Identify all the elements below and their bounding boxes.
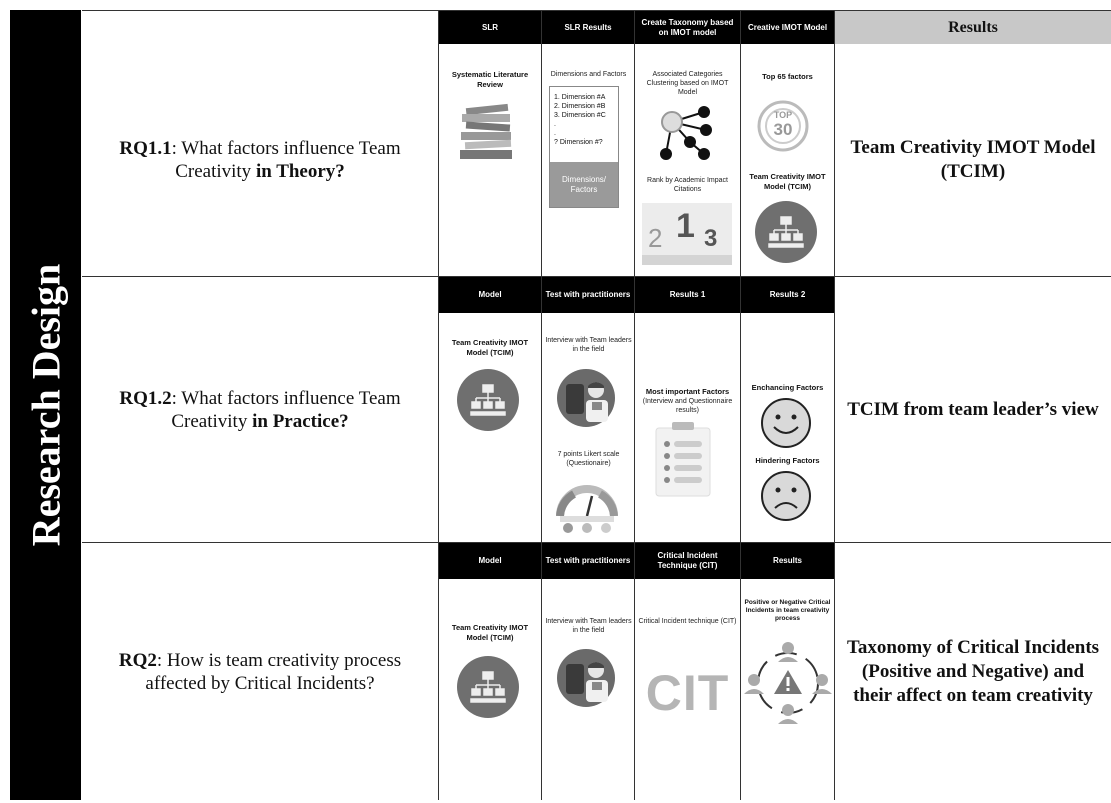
incident-network-icon (744, 640, 832, 726)
hindering-label: Hindering Factors (755, 456, 820, 465)
top-title: Top 65 factors (762, 72, 813, 81)
sad-face-icon (760, 470, 812, 522)
grid-line (82, 542, 1111, 543)
dim-item: ? Dimension #? (554, 139, 603, 146)
taxonomy-text: Associated Categories Clustering based o… (646, 71, 729, 96)
rq-1-2: RQ1.2: What factors influence Team Creat… (82, 277, 438, 542)
row1-header-taxonomy: Create Taxonomy based on IMOT model (635, 11, 740, 44)
row2-header-results1: Results 1 (635, 277, 740, 313)
results-header: Results (835, 11, 1111, 44)
grid-line (634, 10, 635, 800)
row3-header-results: Results (741, 543, 834, 579)
row2-header-test: Test with practitioners (542, 277, 634, 313)
top-badge-num: 30 (773, 120, 793, 139)
dim-item: 3. Dimension #C (554, 112, 606, 119)
grid-line (740, 10, 741, 800)
podium-base (642, 255, 732, 265)
sidebar-title: Research Design (23, 263, 68, 547)
likert-text: 7 points Likert scale (Questionaire) (557, 451, 620, 467)
rq-2: RQ2: How is team creativity process affe… (82, 543, 438, 800)
row1-result: Team Creativity IMOT Model (TCIM) (850, 137, 1096, 182)
pn-text: Positive or Negative Critical Incidents … (744, 599, 831, 622)
hierarchy-icon (754, 200, 818, 264)
grid-line (541, 10, 542, 800)
grid-line (834, 10, 835, 800)
gauge-icon (556, 482, 618, 534)
row2-result: TCIM from team leader’s view (847, 398, 1099, 420)
tcim-label: Team Creativity IMOT Model (TCIM) (749, 172, 826, 191)
row1-header-slr: SLR (439, 11, 541, 44)
rq-text: : What factors influence Team Creativity (171, 138, 401, 182)
grid-line (82, 276, 1111, 277)
rq-emph: in Practice? (252, 410, 349, 432)
network-icon (652, 104, 716, 166)
rq-1-1: RQ1.1: What factors influence Team Creat… (82, 44, 438, 276)
interview-text: Interview with Team leaders in the field (545, 337, 632, 353)
rq-id: RQ1.2 (119, 387, 172, 409)
row3-header-test: Test with practitioners (542, 543, 634, 579)
row2-header-results2: Results 2 (741, 277, 834, 313)
row2-header-model: Model (439, 277, 541, 313)
rank-digit: 3 (704, 225, 718, 252)
rq-emph: in Theory? (255, 161, 345, 182)
checklist-icon (654, 422, 712, 498)
row1-header-imot: Creative IMOT Model (741, 11, 834, 44)
top-30-icon: TOP 30 (752, 98, 814, 154)
rq-id: RQ2 (118, 649, 157, 671)
dim-item: 2. Dimension #B (554, 103, 606, 110)
dim-box: Dimensions/ Factors (550, 162, 618, 207)
hierarchy-icon (456, 368, 520, 432)
rq-text: : How is team creativity process affecte… (145, 649, 402, 694)
interview-text: Interview with Team leaders in the field (545, 618, 632, 634)
dim-item: . (554, 130, 556, 137)
grid-line (438, 10, 439, 800)
important-sub: (Interview and Questionnaire results) (642, 398, 733, 414)
rq-text: : What factors influence Team Creativity (171, 387, 401, 432)
important-title: Most important Factors (645, 387, 730, 396)
podium-icon: 2 1 3 (642, 203, 732, 265)
rq-id: RQ1.1 (119, 138, 172, 159)
tcim-label: Team Creativity IMOT Model (TCIM) (451, 623, 529, 642)
dim-title: Dimensions and Factors (550, 71, 627, 78)
dim-item: . (554, 121, 556, 128)
rank-text: Rank by Academic Impact Citations (647, 177, 728, 193)
sidebar: Research Design (10, 10, 81, 800)
rank-digit: 2 (648, 223, 663, 253)
row1-header-slr-results: SLR Results (542, 11, 634, 44)
cit-text: Critical Incident technique (CIT) (638, 618, 737, 625)
interviewer-icon (556, 648, 616, 708)
row3-header-model: Model (439, 543, 541, 579)
row3-header-cit: Critical Incident Technique (CIT) (635, 543, 740, 579)
cit-logo: CIT (645, 665, 730, 721)
enhancing-label: Enchancing Factors (751, 383, 824, 392)
rank-digit: 1 (676, 207, 695, 245)
top-badge-top: TOP (773, 110, 793, 120)
tcim-label: Team Creativity IMOT Model (TCIM) (451, 338, 529, 357)
hierarchy-icon (456, 655, 520, 719)
dimensions-card: 1. Dimension #A 2. Dimension #B 3. Dimen… (549, 86, 619, 208)
smiley-icon (760, 397, 812, 449)
books-icon (456, 100, 524, 162)
dim-item: 1. Dimension #A (554, 94, 606, 101)
slr-title: Systematic Literature Review (451, 70, 529, 89)
grid-line (82, 10, 1111, 11)
interviewer-icon (556, 368, 616, 428)
row3-result: Taxonomy of Critical Incidents (Positive… (846, 636, 1100, 706)
